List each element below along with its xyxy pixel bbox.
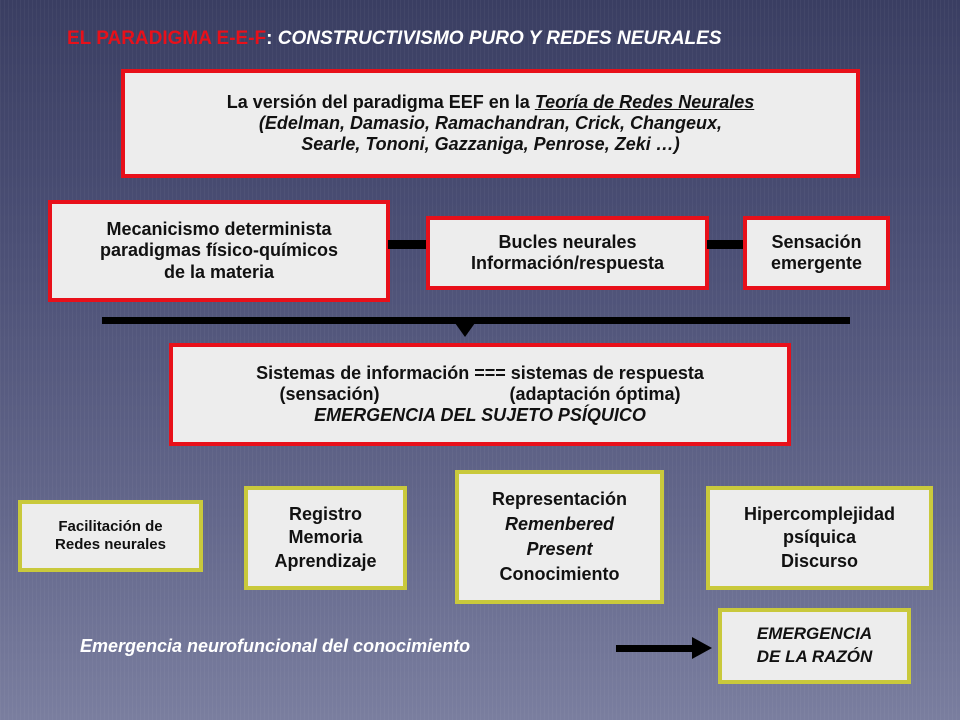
representacion-line4: Conocimiento [499, 563, 620, 584]
facilitacion-line1: Facilitación de [58, 518, 163, 536]
title-part2: CONSTRUCTIVISMO PURO Y REDES NEURALES [277, 28, 722, 49]
razon-line1: EMERGENCIA [756, 624, 873, 644]
sistemas-line3: EMERGENCIA DEL SUJETO PSÍQUICO [314, 405, 646, 426]
down-arrow-icon [455, 323, 475, 337]
mecanicismo-line1: Mecanicismo determinista [106, 219, 332, 240]
sistemas-line2-left: (sensación) [279, 383, 380, 404]
neural-networks-theory-box: La versión del paradigma EEF en la Teorí… [121, 69, 860, 178]
hipercomplejidad-line1: Hipercomplejidad [743, 503, 896, 524]
top-box-line1-text: La versión del paradigma EEF en la [226, 91, 535, 112]
sistemas-line2-right: (adaptación óptima) [509, 383, 681, 404]
hipercomplejidad-box: Hipercomplejidad psíquica Discurso [706, 486, 933, 590]
razon-line2: DE LA RAZÓN [756, 647, 873, 666]
facilitacion-box: Facilitación de Redes neurales [18, 500, 203, 572]
hipercomplejidad-line3: Discurso [780, 550, 859, 571]
mecanicismo-line2: paradigmas físico-químicos [99, 240, 339, 261]
sensacion-line2: emergente [770, 253, 863, 273]
facilitacion-line2: Redes neurales [55, 536, 166, 553]
horizontal-divider-bar [102, 317, 850, 324]
page-title: EL PARADIGMA E-E-F: CONSTRUCTIVISMO PURO… [67, 28, 722, 50]
right-arrow-icon [692, 637, 712, 659]
representacion-line1: Representación [491, 489, 628, 510]
emergencia-neurofuncional-text: Emergencia neurofuncional del conocimien… [80, 636, 471, 656]
top-box-line1: La versión del paradigma EEF en la Teorí… [227, 92, 755, 113]
registro-line3: Aprendizaje [274, 550, 377, 571]
bucles-box: Bucles neurales Información/respuesta [426, 216, 709, 290]
right-arrow-shaft [616, 645, 696, 652]
sistemas-line1: Sistemas de información === sistemas de … [256, 362, 704, 383]
bucles-line2: Información/respuesta [470, 253, 665, 273]
mecanicismo-box: Mecanicismo determinista paradigmas físi… [48, 200, 390, 302]
top-box-line3: Searle, Tononi, Gazzaniga, Penrose, Zeki… [301, 134, 680, 155]
title-part1: EL PARADIGMA E-E-F [67, 28, 267, 49]
top-box-line2: (Edelman, Damasio, Ramachandran, Crick, … [258, 112, 723, 133]
sistemas-line2: (sensación) (adaptación óptima) [173, 384, 787, 405]
title-separator: : [266, 28, 278, 49]
connector-bucles-sensacion [707, 240, 745, 249]
sistemas-box: Sistemas de información === sistemas de … [169, 343, 791, 446]
hipercomplejidad-line2: psíquica [782, 527, 857, 548]
connector-mecanicismo-bucles [388, 240, 428, 249]
registro-line1: Registro [288, 503, 362, 524]
representacion-line3: Present [526, 539, 593, 559]
registro-line2: Memoria [288, 527, 363, 548]
representacion-box: Representación Remenbered Present Conoci… [455, 470, 664, 604]
bucles-line1: Bucles neurales [498, 231, 637, 252]
sensacion-line1: Sensación [771, 231, 862, 252]
sensacion-box: Sensación emergente [743, 216, 890, 290]
razon-box: EMERGENCIA DE LA RAZÓN [718, 608, 911, 684]
representacion-line2: Remenbered [504, 514, 615, 535]
mecanicismo-line3: de la materia [163, 261, 275, 282]
top-box-theory-link: Teoría de Redes Neurales [534, 91, 755, 112]
registro-box: Registro Memoria Aprendizaje [244, 486, 407, 590]
